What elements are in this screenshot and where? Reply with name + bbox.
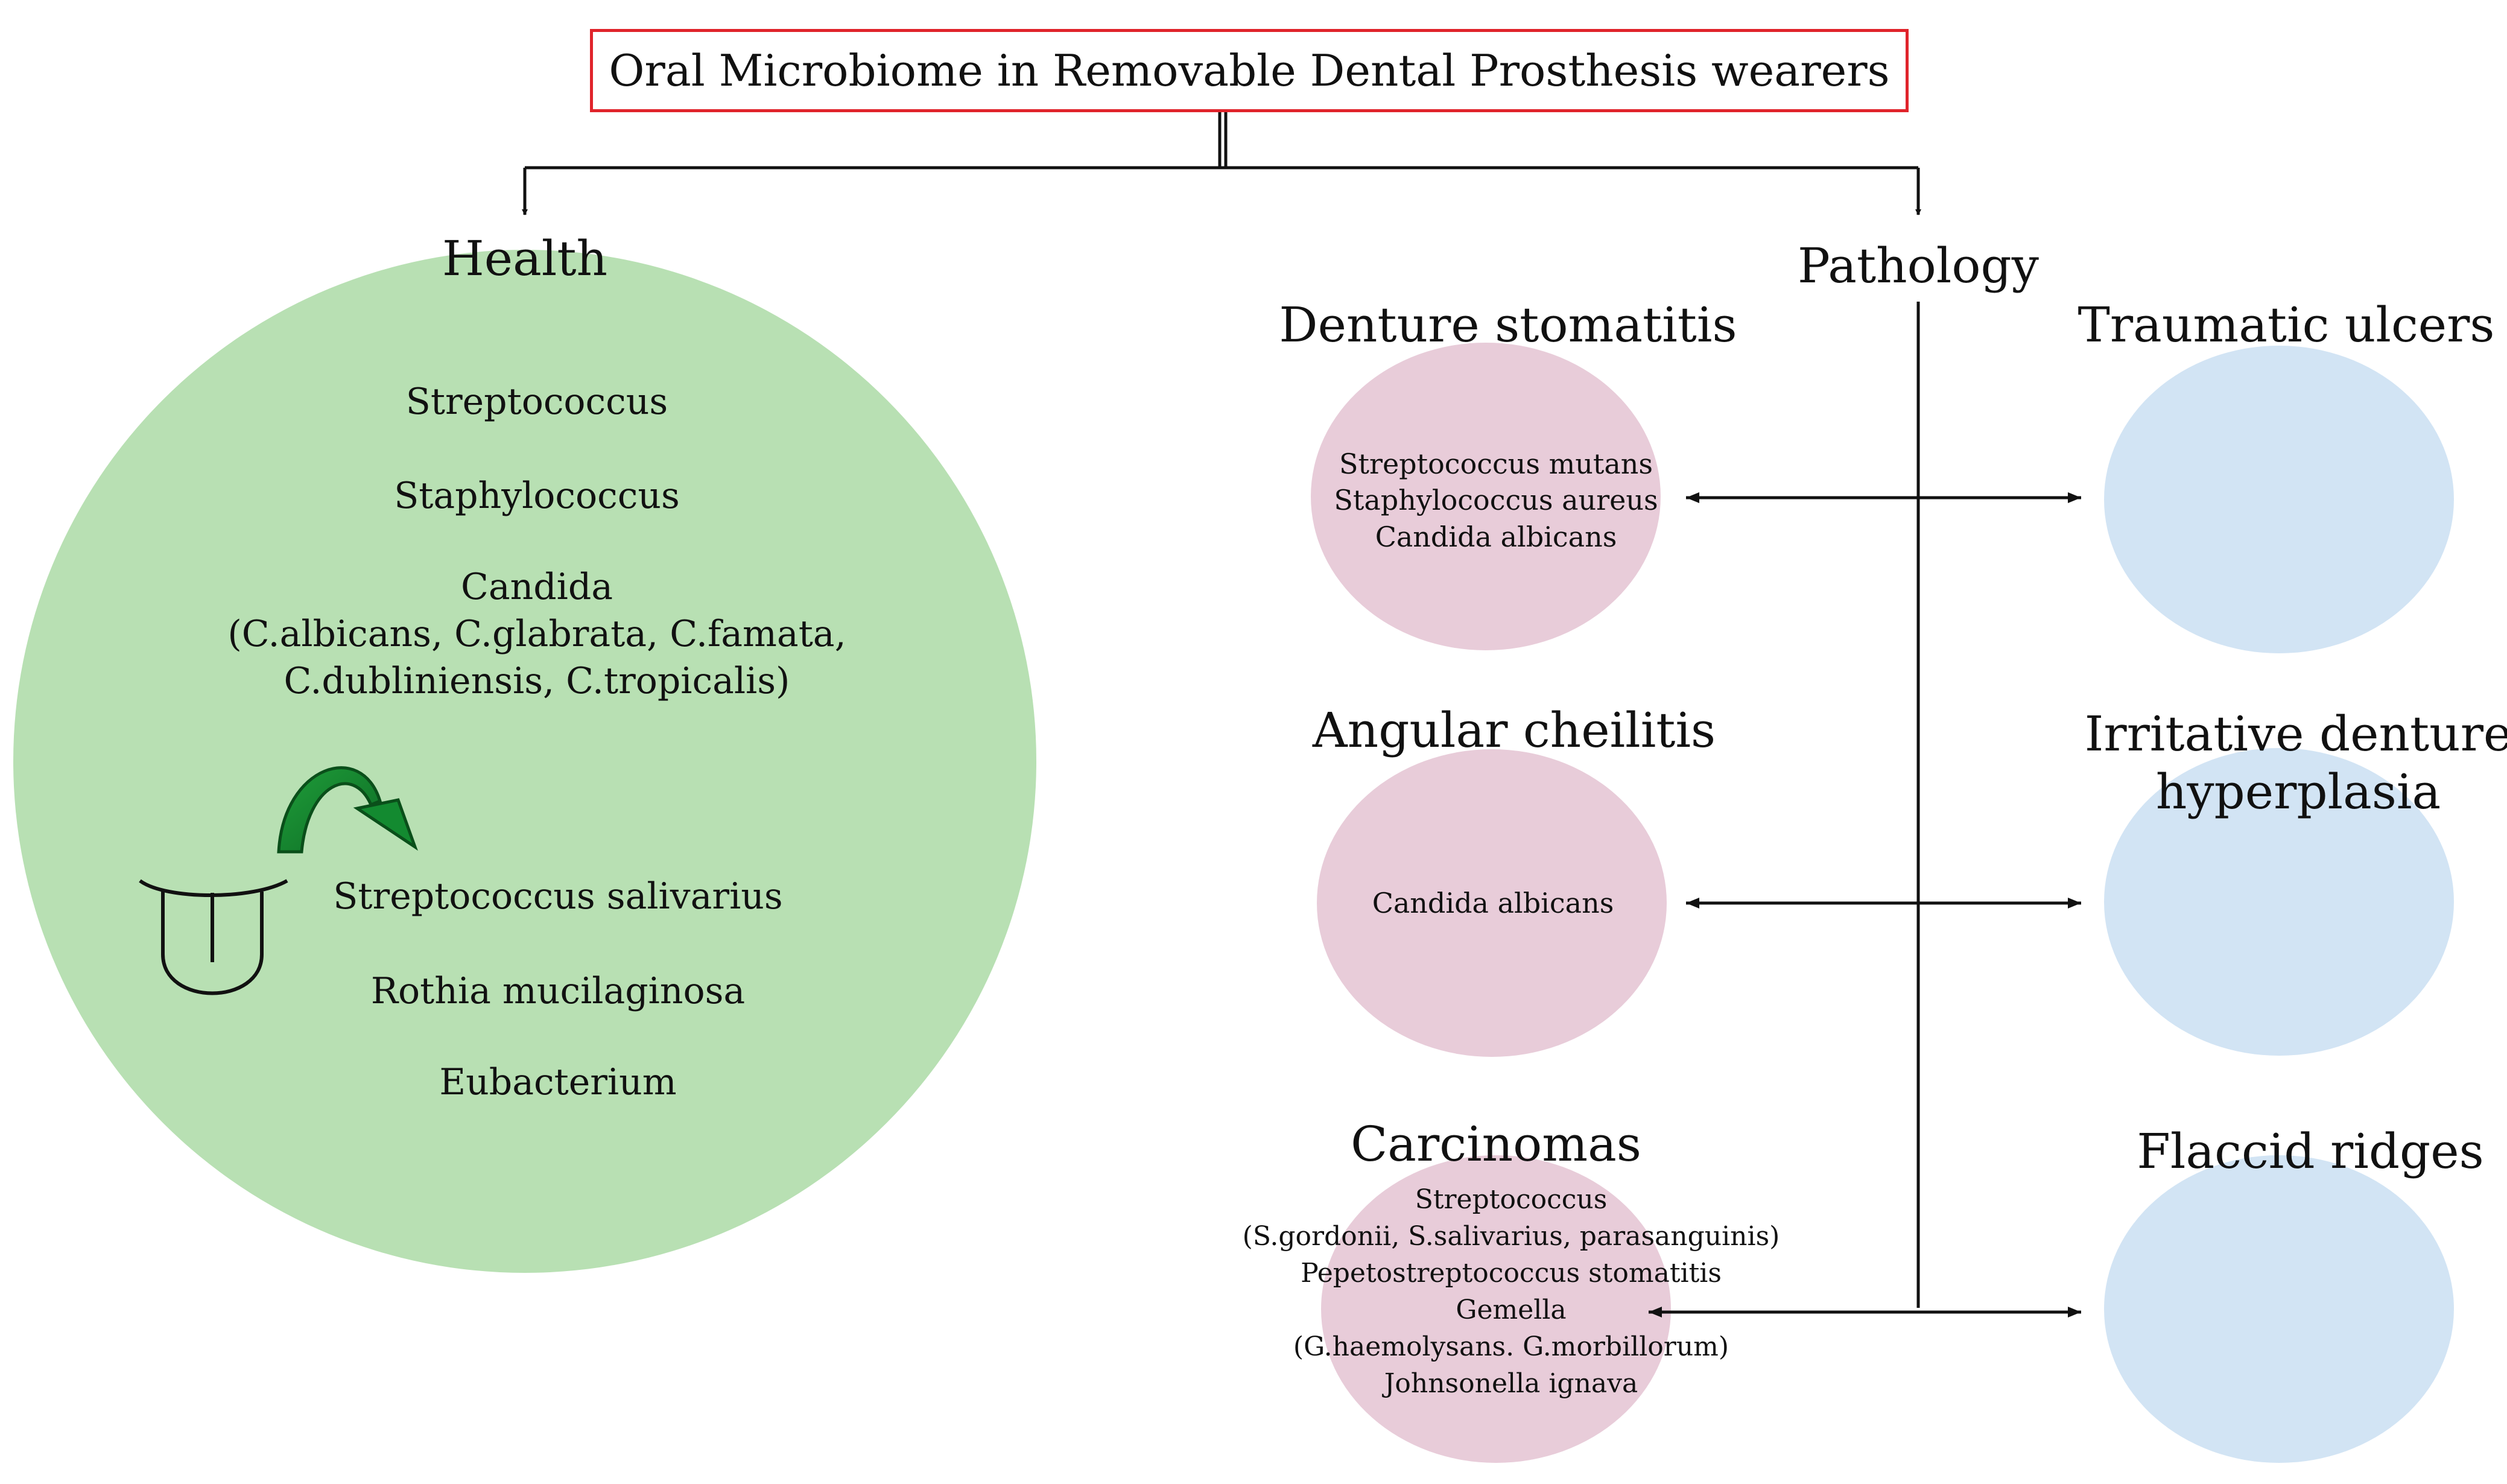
- flaccid-ridges-title: Flaccid ridges: [2137, 1123, 2484, 1179]
- curved-arrow-icon: [277, 766, 418, 854]
- carcinomas-organism: (S.gordonii, S.salivarius, parasanguinis…: [1242, 1221, 1780, 1252]
- angular-cheilitis-circle: [1317, 749, 1667, 1057]
- health-item-rothia-mucilaginosa: Rothia mucilaginosa: [370, 970, 746, 1012]
- diagram-title: Oral Microbiome in Removable Dental Pros…: [590, 29, 1909, 112]
- irritative-hyperplasia-title-line-2: hyperplasia: [2155, 764, 2441, 820]
- angular-cheilitis-title: Angular cheilitis: [1312, 702, 1716, 758]
- angular-cheilitis-organism: Candida albicans: [1372, 887, 1614, 919]
- irritative-hyperplasia-circle: [2104, 748, 2454, 1056]
- denture-stomatitis-title: Denture stomatitis: [1279, 297, 1737, 353]
- carcinomas-organism: Gemella: [1456, 1295, 1567, 1325]
- pathology-heading: Pathology: [1798, 238, 2039, 294]
- carcinomas-organism: (G.haemolysans. G.morbillorum): [1293, 1331, 1729, 1362]
- flaccid-ridges-circle: [2104, 1155, 2454, 1463]
- carcinomas-organism: Pepetostreptococcus stomatitis: [1301, 1258, 1722, 1289]
- denture-stomatitis-organism: Staphylococcus aureus: [1334, 484, 1658, 516]
- carcinomas-organism: Johnsonella ignava: [1384, 1368, 1638, 1399]
- health-item-streptococcus-salivarius: Streptococcus salivarius: [333, 875, 783, 918]
- denture-stomatitis-organism: Candida albicans: [1375, 521, 1617, 553]
- top-connector: [522, 112, 1921, 215]
- tongue-icon: [139, 879, 288, 995]
- health-candida-species-line-2: C.dubliniensis, C.tropicalis): [284, 660, 790, 702]
- carcinomas-title: Carcinomas: [1351, 1116, 1641, 1172]
- traumatic-ulcers-title: Traumatic ulcers: [2078, 297, 2495, 353]
- irritative-hyperplasia-title-line-1: Irritative denture: [2084, 706, 2507, 762]
- health-item-staphylococcus: Staphylococcus: [394, 475, 680, 517]
- health-heading: Health: [442, 230, 608, 287]
- carcinomas-circle: [1321, 1155, 1671, 1463]
- health-item-eubacterium: Eubacterium: [439, 1061, 677, 1103]
- health-circle: [13, 250, 1036, 1273]
- denture-stomatitis-circle: [1311, 343, 1661, 650]
- health-candida-species-line-1: (C.albicans, C.glabrata, C.famata,: [227, 613, 846, 655]
- carcinomas-organism: Streptococcus: [1415, 1184, 1608, 1215]
- denture-stomatitis-organism: Streptococcus mutans: [1339, 448, 1653, 480]
- traumatic-ulcers-circle: [2104, 346, 2454, 653]
- health-item-candida: Candida: [460, 566, 613, 608]
- health-item-streptococcus: Streptococcus: [405, 381, 668, 423]
